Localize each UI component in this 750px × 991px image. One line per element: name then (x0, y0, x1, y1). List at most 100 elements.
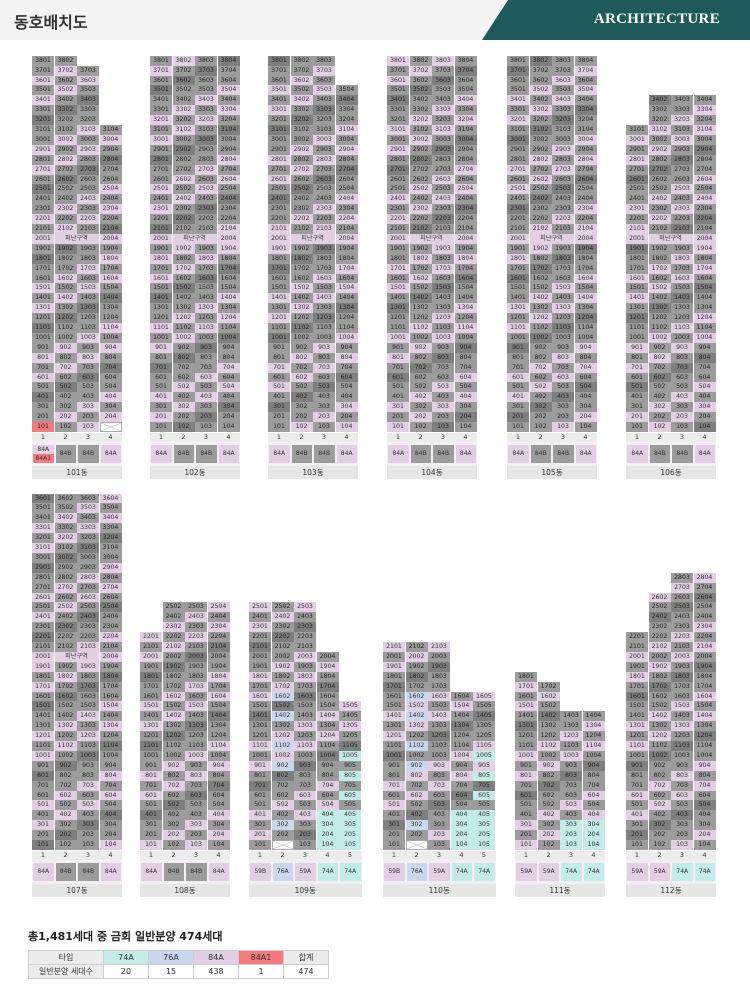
unit-cell[interactable]: 2201 (626, 214, 648, 225)
unit-cell[interactable]: 301 (249, 820, 271, 831)
unit-cell[interactable]: 1004 (693, 332, 716, 343)
unit-cell[interactable]: 2902 (290, 144, 313, 155)
unit-cell[interactable]: 1201 (387, 313, 409, 324)
unit-cell[interactable]: 1502 (54, 283, 77, 294)
unit-cell[interactable]: 1903 (185, 661, 207, 672)
unit-cell[interactable]: 2804 (574, 154, 597, 165)
unit-cell[interactable]: 901 (249, 760, 271, 771)
unit-cell[interactable]: 1002 (648, 332, 671, 343)
unit-cell[interactable]: 1401 (32, 711, 54, 722)
unit-cell[interactable]: 103 (313, 422, 335, 432)
unit-cell[interactable]: 1904 (693, 661, 716, 672)
unit-cell[interactable]: 3602 (409, 75, 432, 86)
unit-cell[interactable]: 3601 (150, 75, 172, 86)
unit-cell[interactable]: 401 (387, 392, 409, 403)
unit-cell[interactable]: 2102 (290, 224, 313, 234)
unit-cell[interactable]: 2102 (54, 224, 77, 234)
unit-cell[interactable]: 1804 (693, 253, 716, 264)
unit-cell[interactable]: 1601 (626, 273, 648, 284)
unit-cell[interactable]: 2603 (195, 174, 217, 185)
unit-cell[interactable]: 2301 (32, 622, 54, 633)
unit-cell[interactable]: 3703 (313, 65, 335, 76)
unit-cell[interactable]: 2704 (693, 582, 716, 593)
unit-cell[interactable]: 901 (383, 760, 405, 771)
unit-cell[interactable]: 2903 (77, 144, 99, 155)
unit-cell[interactable]: 604 (99, 372, 122, 383)
unit-cell[interactable]: 903 (671, 342, 693, 353)
unit-cell[interactable]: 3401 (150, 95, 172, 106)
unit-cell[interactable]: 404 (99, 810, 122, 821)
unit-cell[interactable]: 905 (473, 760, 495, 771)
unit-cell[interactable]: 1504 (335, 283, 358, 294)
unit-cell[interactable]: 3103 (313, 125, 335, 135)
unit-cell[interactable]: 1803 (428, 671, 450, 682)
unit-cell[interactable]: 2303 (671, 204, 693, 215)
unit-cell[interactable]: 1402 (290, 293, 313, 304)
unit-cell[interactable]: 901 (32, 760, 54, 771)
unit-cell[interactable]: 903 (313, 342, 335, 353)
unit-cell[interactable]: 3404 (217, 95, 240, 106)
unit-cell[interactable]: 804 (574, 352, 597, 363)
unit-cell[interactable]: 1402 (54, 293, 77, 304)
unit-cell[interactable]: 702 (290, 362, 313, 373)
unit-cell[interactable]: 3101 (268, 125, 290, 135)
unit-cell[interactable]: 401 (249, 810, 271, 821)
unit-cell[interactable]: 1004 (99, 332, 122, 343)
unit-cell[interactable]: 1103 (671, 741, 693, 751)
unit-cell[interactable]: 905 (339, 760, 361, 771)
unit-cell[interactable]: 2203 (185, 632, 207, 643)
unit-cell[interactable]: 401 (140, 810, 162, 821)
unit-cell[interactable]: 502 (271, 800, 294, 811)
unit-cell[interactable]: 1502 (529, 283, 552, 294)
unit-cell[interactable]: 3503 (77, 503, 99, 514)
unit-cell[interactable]: 2603 (77, 592, 99, 603)
unit-cell[interactable]: 202 (648, 830, 671, 841)
unit-cell[interactable]: 1503 (432, 283, 454, 294)
unit-cell[interactable]: 403 (294, 810, 316, 821)
unit-cell[interactable]: 105 (339, 840, 361, 850)
unit-cell[interactable]: 2602 (290, 174, 313, 185)
unit-cell[interactable]: 403 (428, 810, 450, 821)
unit-cell[interactable]: 801 (249, 770, 271, 781)
unit-cell[interactable]: 1702 (409, 263, 432, 274)
unit-cell[interactable]: 3603 (552, 75, 574, 86)
unit-cell[interactable]: 2201 (32, 214, 54, 225)
unit-cell[interactable]: 2701 (626, 164, 648, 175)
unit-cell[interactable]: 3703 (432, 65, 454, 76)
unit-cell[interactable]: 1301 (249, 721, 271, 732)
unit-cell[interactable]: 1002 (172, 332, 195, 343)
unit-cell[interactable]: 3601 (32, 493, 54, 504)
unit-cell[interactable]: 3402 (172, 95, 195, 106)
unit-cell[interactable]: 1902 (648, 243, 671, 254)
unit-cell[interactable]: 3102 (54, 543, 77, 553)
unit-cell[interactable]: 901 (507, 342, 529, 353)
unit-cell[interactable]: 1303 (77, 721, 99, 732)
unit-cell[interactable]: 104 (217, 422, 240, 432)
unit-cell[interactable]: 3502 (409, 85, 432, 96)
unit-cell[interactable]: 202 (172, 412, 195, 423)
unit-cell[interactable]: 1702 (405, 681, 428, 692)
unit-cell[interactable]: 903 (671, 760, 693, 771)
unit-cell[interactable]: 2201 (140, 632, 162, 643)
unit-cell[interactable]: 3604 (217, 75, 240, 86)
unit-cell[interactable]: 1002 (54, 332, 77, 343)
unit-cell[interactable]: 203 (195, 412, 217, 423)
unit-cell[interactable]: 101 (383, 840, 405, 850)
unit-cell[interactable]: 802 (271, 770, 294, 781)
unit-cell[interactable]: 105 (473, 840, 495, 850)
unit-cell[interactable]: 1504 (99, 283, 122, 294)
unit-cell[interactable]: 2201 (150, 214, 172, 225)
unit-cell[interactable]: 1701 (515, 681, 537, 692)
unit-cell[interactable]: 3202 (409, 115, 432, 126)
unit-cell[interactable]: 2702 (409, 164, 432, 175)
unit-cell[interactable]: 403 (313, 392, 335, 403)
unit-cell[interactable]: 1502 (405, 701, 428, 712)
unit-cell[interactable]: 3102 (648, 125, 671, 135)
unit-cell[interactable]: 603 (552, 372, 574, 383)
unit-cell[interactable]: 2704 (99, 164, 122, 175)
unit-cell[interactable]: 1204 (99, 313, 122, 324)
unit-cell[interactable]: 1302 (648, 303, 671, 314)
unit-cell[interactable]: 1402 (537, 711, 560, 722)
unit-cell[interactable]: 503 (185, 800, 207, 811)
unit-cell[interactable]: 1003 (552, 332, 574, 343)
